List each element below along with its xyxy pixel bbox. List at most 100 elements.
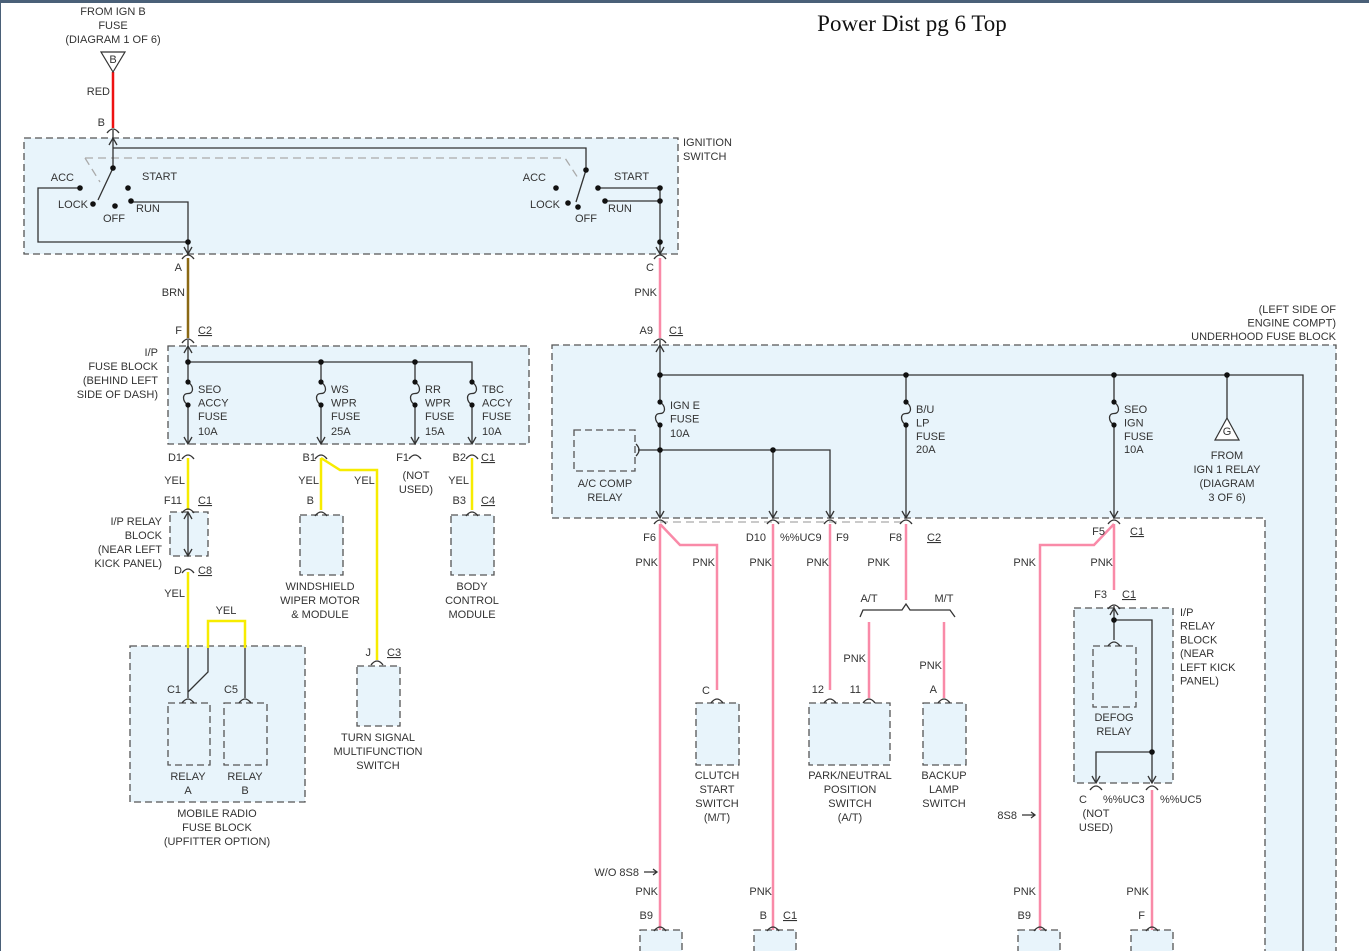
mobile-radio-internal xyxy=(187,646,246,698)
splice-dot-icon xyxy=(469,379,475,385)
splice-dot-icon xyxy=(77,185,83,191)
arrow-icon xyxy=(768,510,778,520)
connector-icon xyxy=(653,338,667,344)
wire-color-pnk: PNK xyxy=(1126,886,1149,898)
triangle-g-label: G xyxy=(1223,426,1232,438)
connector-icon xyxy=(823,698,837,704)
off-right: OFF xyxy=(575,213,597,225)
splice-dot-icon xyxy=(602,198,608,204)
turn-signal-switch-box xyxy=(356,665,401,727)
page-title: Power Dist pg 6 Top xyxy=(817,11,1007,36)
splice-dot-icon xyxy=(185,402,191,408)
pin-b: B xyxy=(307,495,314,507)
run-right: RUN xyxy=(608,203,632,215)
wires-pnk xyxy=(658,258,1154,930)
connector-icon xyxy=(314,454,328,460)
splice-dot-icon xyxy=(469,402,475,408)
connector-icon xyxy=(370,660,384,666)
splice-dot-icon xyxy=(583,167,589,173)
conn-c1: C1 xyxy=(167,684,181,696)
switch-arm-right xyxy=(113,147,587,203)
connector-icon xyxy=(181,454,195,460)
splice-dot-icon xyxy=(125,185,131,191)
connector-icon xyxy=(1107,519,1121,525)
acc-left: ACC xyxy=(51,172,74,184)
pin-f6: F6 xyxy=(643,532,656,544)
splice-dot-icon xyxy=(657,399,663,405)
off-left: OFF xyxy=(103,213,125,225)
arrow-icon xyxy=(1109,510,1119,520)
fuse-rr-wpr-amps: 15A xyxy=(425,426,445,438)
body-control-module-box xyxy=(450,514,495,576)
conn-c8: C8 xyxy=(198,565,212,577)
arrow-icon xyxy=(825,510,835,520)
connector-icon xyxy=(1107,604,1121,610)
splice-dot-icon xyxy=(657,447,663,453)
switch-linkage-left xyxy=(84,157,101,183)
splice-dot-icon xyxy=(412,402,418,408)
acc-wire xyxy=(37,187,189,254)
connector-icon xyxy=(1145,785,1159,791)
bottom-component-1 xyxy=(639,929,683,951)
arrow-icon xyxy=(183,548,193,558)
connector-icon xyxy=(1107,641,1121,647)
splice-dot-icon xyxy=(903,422,909,428)
wire-color-pnk: PNK xyxy=(867,557,890,569)
connector-icon xyxy=(766,519,780,525)
window-left-border xyxy=(0,0,1,951)
splice-dot-icon xyxy=(318,379,324,385)
connector-icon xyxy=(823,519,837,525)
connector-icon xyxy=(238,698,252,704)
splice-dot-icon xyxy=(657,198,663,204)
pin-d: D xyxy=(174,565,182,577)
pin-uc5: %%UC5 xyxy=(1160,794,1202,806)
bottom-component-2 xyxy=(753,929,797,951)
splice-dot-icon xyxy=(1224,372,1230,378)
pin-f8: F8 xyxy=(889,532,902,544)
splice-dot-icon xyxy=(1111,399,1117,405)
wire-color-yel: YEL xyxy=(164,475,185,487)
bottom-component-3 xyxy=(1017,929,1061,951)
conn-c1: C1 xyxy=(669,325,683,337)
fuse-seo-accy-amps: 10A xyxy=(198,426,218,438)
arrow-icon xyxy=(183,344,193,354)
splice-dot-icon xyxy=(770,447,776,453)
splice-dot-icon xyxy=(112,203,118,209)
connector-icon xyxy=(465,511,479,517)
pin-b9: B9 xyxy=(1018,910,1031,922)
splice-dot-icon xyxy=(903,372,909,378)
connector-icon xyxy=(408,454,422,460)
wire-color-red: RED xyxy=(87,86,110,98)
connector-icon xyxy=(1033,926,1047,932)
triangle-b-label: B xyxy=(109,54,116,66)
connector-icon xyxy=(653,926,667,932)
connector-icon xyxy=(181,338,195,344)
wire-color-yel: YEL xyxy=(164,588,185,600)
splice-dot-icon xyxy=(553,185,559,191)
conn-c2: C2 xyxy=(927,532,941,544)
fuse-icon xyxy=(409,381,421,406)
ip-relay-block-left-box xyxy=(169,511,209,557)
fuse-icon xyxy=(654,401,666,426)
pin-11: 11 xyxy=(850,684,861,696)
arrow-icon xyxy=(1022,811,1037,819)
splice-dot-icon xyxy=(575,204,581,210)
conn-c1: C1 xyxy=(783,910,797,922)
pin-a: A xyxy=(175,262,183,274)
connector-icon xyxy=(1145,926,1159,932)
arrow-icon xyxy=(644,868,659,876)
acc-right: ACC xyxy=(523,172,546,184)
wire-color-pnk: PNK xyxy=(749,557,772,569)
